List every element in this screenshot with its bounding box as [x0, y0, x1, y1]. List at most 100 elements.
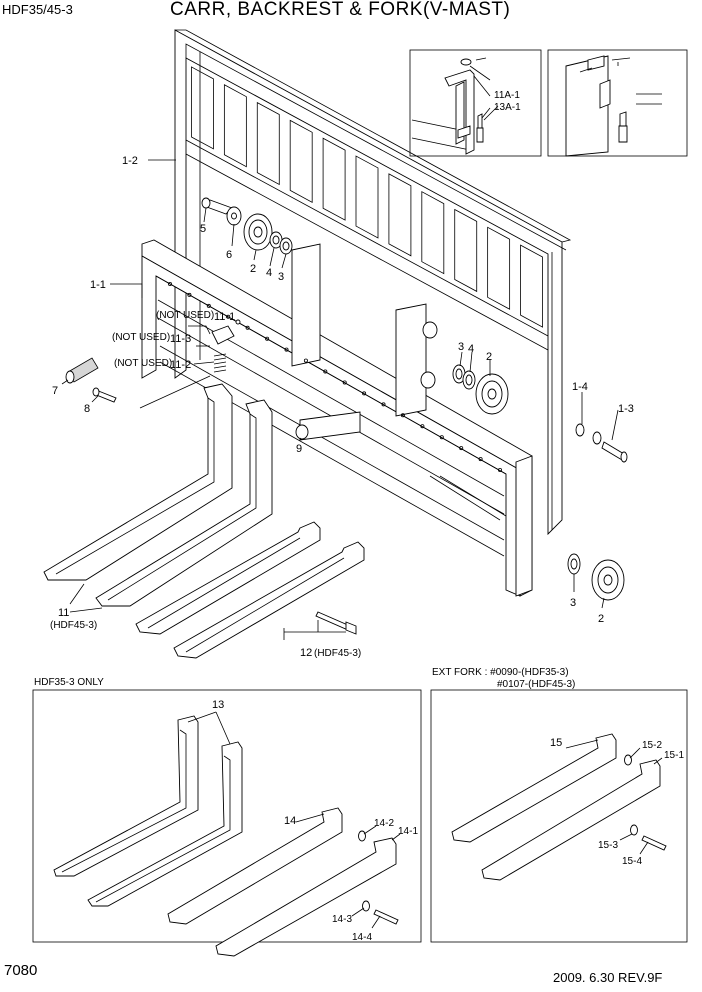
carriage-notch [362, 391, 367, 396]
carriage-notch [187, 292, 192, 297]
carriage-notch [226, 314, 231, 319]
label-1-3: 1-3 [618, 403, 634, 415]
carriage-notch [342, 380, 347, 385]
label-7: 7 [52, 385, 58, 397]
label-15-3: 15-3 [598, 840, 618, 851]
fork-15-upper [451, 733, 617, 843]
bolt-14-4 [373, 909, 399, 925]
backrest-slot [289, 119, 313, 203]
label-14-2: 14-2 [374, 818, 394, 829]
panel-left-label: HDF35-3 ONLY [34, 677, 104, 688]
carriage-notch [265, 336, 270, 341]
roller-2-lower [591, 559, 625, 601]
washer-1-4 [575, 423, 602, 445]
label-12-note: (HDF45-3) [314, 648, 361, 659]
fork-ext-12-right [173, 541, 365, 659]
backrest-slot [191, 66, 214, 150]
washer-14-2 [358, 830, 366, 842]
washer-6 [226, 206, 242, 226]
shim-4-middle [462, 370, 476, 390]
label-15-2: 15-2 [642, 740, 662, 751]
detail-inset-right [547, 49, 688, 157]
carriage-notch [439, 435, 444, 440]
label-not-used-3: (NOT USED) [114, 358, 172, 369]
backrest-slot [388, 173, 412, 257]
carriage-notch [284, 347, 289, 352]
fork-ext-12-left [135, 521, 321, 635]
label-14: 14 [284, 815, 296, 827]
backrest-slot [322, 137, 346, 221]
label-11: 11 [58, 607, 69, 619]
bolt-15-4 [641, 835, 667, 851]
label-2-middle: 2 [486, 351, 492, 363]
roller-2-upper [243, 213, 273, 251]
pin-8 [92, 387, 117, 403]
carriage-frame [141, 239, 533, 597]
label-2-lower: 2 [598, 613, 604, 625]
revision-date: 2009. 6.30 REV.9F [553, 970, 663, 985]
panel-right-label-1: EXT FORK : #0090-(HDF35-3) [432, 667, 569, 678]
label-11-2: 11-2 [170, 359, 191, 371]
pin-7 [65, 357, 99, 384]
label-13a-1: 13A-1 [494, 102, 521, 113]
label-15: 15 [550, 737, 562, 749]
label-4-upper: 4 [266, 267, 272, 279]
fork-14-upper [167, 807, 343, 925]
backrest-slot [487, 226, 511, 310]
washer-14-3 [362, 900, 370, 912]
label-11-3: 11-3 [170, 333, 191, 345]
carriage-notch [459, 446, 464, 451]
carriage-notch [245, 325, 250, 330]
stopper-11-3 [211, 319, 241, 345]
pin-12 [315, 611, 357, 635]
label-1-1: 1-1 [90, 279, 106, 291]
carriage-notch [206, 303, 211, 308]
fork-11-right [95, 399, 273, 607]
backrest-slot [256, 101, 280, 186]
label-15-4: 15-4 [622, 856, 642, 867]
label-3-middle: 3 [458, 341, 464, 353]
carriage-notch [323, 369, 328, 374]
backrest-slot [223, 84, 247, 168]
model-number: HDF35/45-3 [2, 2, 73, 17]
backrest-slot [421, 191, 445, 275]
label-5: 5 [200, 223, 206, 235]
carriage-notch [303, 358, 308, 363]
label-3-lower: 3 [570, 597, 576, 609]
label-11a-1: 11A-1 [494, 90, 520, 101]
page-title: CARR, BACKREST & FORK(V-MAST) [170, 0, 511, 20]
label-not-used-1: (NOT USED) [156, 310, 214, 321]
backrest-slot [454, 208, 478, 293]
fork-14-lower [215, 837, 397, 957]
callout-labels: 1-2 1-1 11A-1 13A-1 5 6 2 4 3 (NOT USED)… [34, 90, 684, 943]
label-11-note: (HDF45-3) [50, 620, 97, 631]
fork-13-right [87, 741, 243, 907]
label-14-4: 14-4 [352, 932, 372, 943]
carriage-notch [497, 467, 502, 472]
label-12: 12 [300, 647, 312, 659]
label-15-1: 15-1 [664, 750, 684, 761]
backrest-frame [174, 29, 572, 536]
shim-3-lower [567, 553, 581, 575]
label-3-upper: 3 [278, 271, 284, 283]
backrest-slot [520, 244, 543, 328]
fork-11-left [43, 383, 233, 581]
shim-4-upper [269, 231, 283, 249]
leader-lines [61, 75, 663, 929]
shim-3-upper [279, 237, 293, 255]
label-8: 8 [84, 403, 90, 415]
label-14-1: 14-1 [398, 826, 418, 837]
label-1-4: 1-4 [572, 381, 588, 393]
roller-2-middle [475, 373, 509, 415]
label-1-2: 1-2 [122, 155, 138, 167]
carriage-notch [420, 424, 425, 429]
label-14-3: 14-3 [332, 914, 352, 925]
label-4-middle: 4 [468, 343, 474, 355]
bolt-1-3 [601, 441, 628, 463]
detail-inset-left [409, 49, 542, 157]
label-not-used-2: (NOT USED) [112, 332, 170, 343]
label-13: 13 [212, 699, 224, 711]
nut-9 [295, 424, 309, 440]
backrest-slot [355, 155, 379, 239]
